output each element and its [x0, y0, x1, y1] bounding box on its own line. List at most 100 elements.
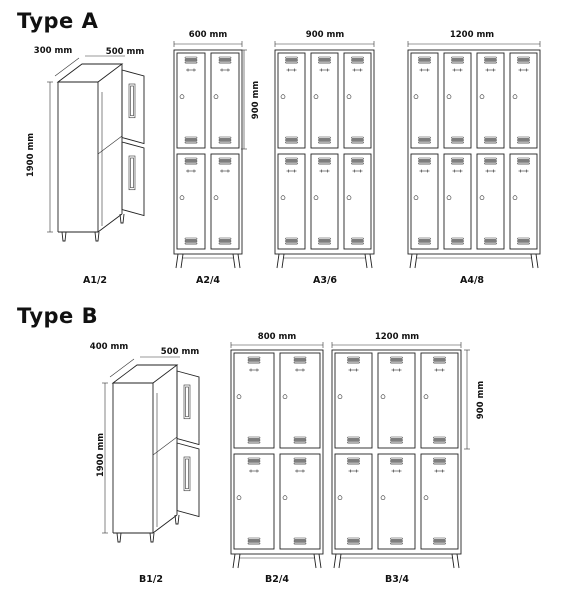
- lock-icon: [213, 195, 219, 200]
- locker-door: [334, 352, 373, 449]
- vent-slot: [318, 139, 331, 141]
- dim-b1-width: 400 mm: [89, 342, 129, 352]
- vent-slot: [293, 537, 307, 540]
- vent-slot: [218, 59, 232, 62]
- vent-slot: [390, 356, 403, 359]
- vent-slot: [218, 139, 232, 141]
- vent-slot: [218, 61, 232, 64]
- lock-icon: [282, 394, 288, 400]
- vent-slot: [451, 56, 464, 59]
- vent-slot: [418, 139, 431, 141]
- vent-slot: [517, 56, 530, 59]
- vent-slot: [285, 162, 298, 165]
- vent-slot: [318, 61, 331, 64]
- leg: [237, 253, 241, 269]
- leg: [530, 253, 534, 269]
- vent-slot: [484, 160, 497, 162]
- lock-icon: [423, 394, 429, 400]
- lock-icon: [337, 394, 343, 400]
- vent-slot: [347, 540, 360, 543]
- lock-icon: [446, 94, 452, 99]
- vent-slot: [433, 441, 446, 444]
- vent-slot: [347, 436, 360, 439]
- vent-slot: [293, 439, 307, 441]
- vent-slot: [484, 136, 497, 139]
- leg: [333, 553, 337, 569]
- vent-slot: [418, 61, 431, 64]
- vent-slot: [184, 240, 198, 242]
- vent-slot: [418, 141, 431, 144]
- vent-slot: [517, 136, 530, 139]
- vent-slot: [218, 157, 232, 160]
- vent-slot: [347, 537, 360, 540]
- leg: [313, 553, 317, 569]
- vent-slot: [351, 141, 364, 144]
- vent-slot: [247, 441, 261, 444]
- leg: [535, 253, 539, 269]
- vent-slot: [390, 359, 403, 361]
- vent-slot: [218, 162, 232, 165]
- leg: [94, 231, 100, 242]
- vent-slot: [433, 537, 446, 540]
- vent-slot: [247, 460, 261, 462]
- lock-icon: [479, 195, 485, 200]
- lock-icon: [446, 195, 452, 200]
- vent-slot: [318, 141, 331, 144]
- vent-slot: [347, 457, 360, 460]
- locker-door: [377, 453, 416, 550]
- lock-icon: [423, 495, 429, 501]
- caption-a3-6: A3/6: [312, 275, 338, 286]
- locker-b2-4: [230, 342, 324, 569]
- locker-a1-2-iso: [47, 55, 145, 242]
- vent-slot: [293, 457, 307, 460]
- dimension-line: [109, 358, 135, 378]
- cabinet-frame: [331, 349, 462, 555]
- vent-slot: [218, 141, 232, 144]
- vent-slot: [285, 141, 298, 144]
- vent-slot: [247, 540, 261, 543]
- leg: [369, 253, 373, 269]
- vent-slot: [351, 237, 364, 240]
- locker-door: [476, 52, 505, 149]
- vent-slot: [433, 436, 446, 439]
- vent-slot: [433, 359, 446, 361]
- vent-slot: [351, 59, 364, 62]
- vent-slot: [451, 160, 464, 162]
- cabinet-frame: [407, 49, 541, 255]
- door-window: [185, 386, 189, 418]
- leg: [364, 253, 368, 269]
- locker-a2-4: [173, 41, 247, 269]
- lock-icon: [413, 94, 419, 99]
- locker-door: [420, 453, 459, 550]
- vent-slot: [293, 460, 307, 462]
- open-door: [121, 69, 145, 145]
- vent-slot: [318, 160, 331, 162]
- door-window: [183, 456, 191, 492]
- caption-b1-2: B1/2: [139, 574, 163, 585]
- vent-slot: [247, 359, 261, 361]
- vent-slot: [484, 157, 497, 160]
- cabinet-frame: [173, 49, 243, 255]
- vent-slot: [218, 237, 232, 240]
- locker-door: [377, 352, 416, 449]
- locker-door: [279, 453, 321, 550]
- vent-slot: [418, 59, 431, 62]
- vent-slot: [517, 157, 530, 160]
- leg: [409, 253, 413, 269]
- lock-icon: [280, 94, 286, 99]
- lock-icon: [280, 195, 286, 200]
- vent-slot: [285, 157, 298, 160]
- vent-slot: [347, 359, 360, 361]
- vent-slot: [484, 242, 497, 245]
- vent-slot: [247, 462, 261, 465]
- vent-slot: [184, 141, 198, 144]
- vent-slot: [318, 136, 331, 139]
- locker-b3-4: [331, 342, 470, 569]
- vent-slot: [484, 162, 497, 165]
- shelf: [97, 135, 123, 155]
- vent-slot: [218, 160, 232, 162]
- vent-slot: [293, 542, 307, 545]
- vent-slot: [418, 162, 431, 165]
- locker-door: [210, 52, 240, 149]
- locker-a4-8: [407, 41, 541, 269]
